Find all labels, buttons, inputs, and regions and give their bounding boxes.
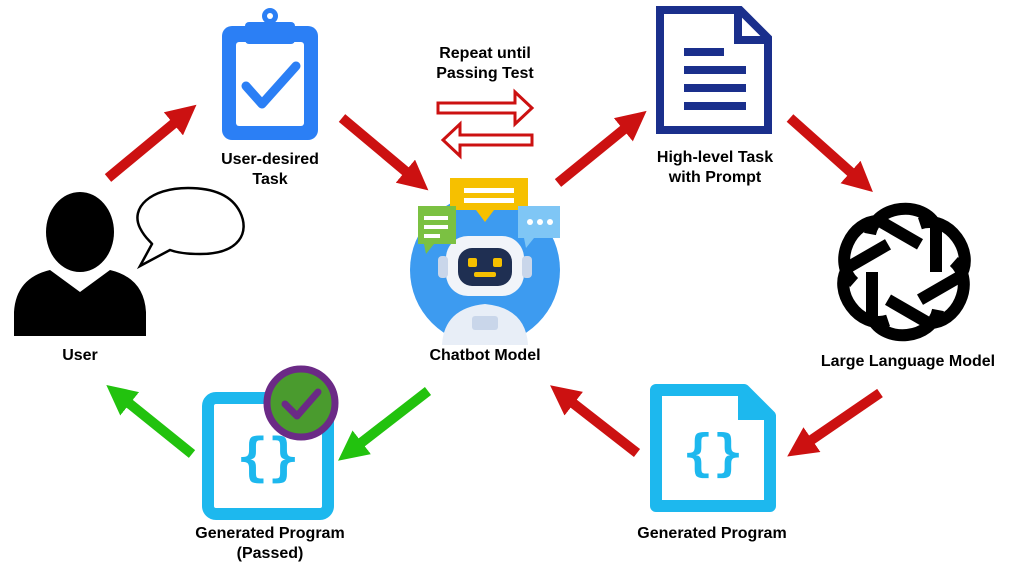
arrow-chatbot-to-passed [338, 387, 432, 461]
repeat-label-line2: Passing Test [436, 65, 534, 82]
program-label: Generated Program [612, 524, 812, 544]
document-icon [656, 6, 772, 134]
passed-label: Generated Program (Passed) [170, 524, 370, 564]
repeat-arrows-icon [436, 88, 535, 160]
arrow-chatbot-to-prompt [554, 110, 647, 187]
chatbot-label: Chatbot Model [400, 346, 570, 366]
program-label-text: Generated Program [637, 525, 787, 542]
repeat-label-line1: Repeat until [439, 45, 531, 62]
arrow-passed-to-user [106, 384, 196, 458]
arrow-user-to-task [104, 104, 197, 182]
robot-icon [410, 178, 560, 345]
task-label-line1: User-desired [221, 151, 319, 168]
user-label-text: User [62, 347, 98, 364]
user-label: User [40, 346, 120, 366]
prompt-label-line1: High-level Task [656, 149, 774, 166]
user-icon [14, 192, 146, 336]
chatbot-label-text: Chatbot Model [429, 347, 541, 364]
arrow-program-to-chatbot [550, 385, 641, 457]
passed-label-line1: Generated Program [195, 525, 345, 542]
repeat-label: Repeat until Passing Test [420, 44, 550, 84]
arrow-prompt-to-llm [786, 114, 873, 192]
llm-label: Large Language Model [800, 352, 1016, 372]
openai-logo-icon [837, 202, 971, 342]
passed-label-line2: (Passed) [236, 545, 304, 562]
prompt-label: High-level Task with Prompt [635, 148, 795, 188]
llm-label-text: Large Language Model [820, 353, 996, 370]
arrow-llm-to-program [787, 388, 883, 457]
task-label: User-desired Task [200, 150, 340, 190]
speech-bubble-icon [136, 186, 245, 270]
svg-text:{}: {} [683, 424, 743, 482]
code-file-icon: {} [650, 384, 776, 512]
code-file-check-icon: {} [202, 365, 339, 520]
prompt-label-line2: with Prompt [668, 169, 762, 186]
arrow-task-to-chatbot [338, 114, 429, 191]
clipboard-check-icon [222, 8, 318, 140]
task-label-line2: Task [252, 171, 288, 188]
